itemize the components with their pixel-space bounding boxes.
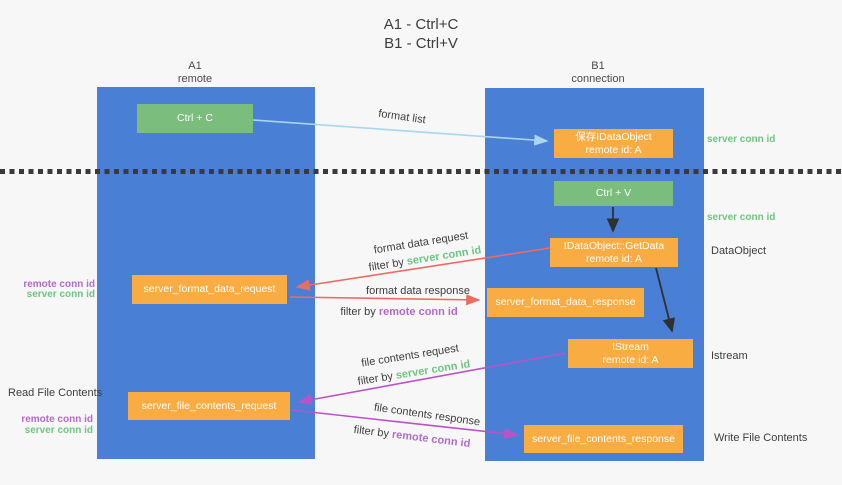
left-label-server-conn-id-1: server conn id	[27, 289, 95, 300]
lane-b1-subtitle: connection	[571, 73, 625, 85]
node-server-file-contents-response: server_file_contents_response	[524, 425, 683, 453]
node-istream: IStream remote id: A	[568, 339, 693, 368]
server-conn-id-text: server conn id	[24, 425, 93, 436]
arrow-format-data-request	[295, 247, 551, 291]
server-conn-id-text: server conn id	[26, 289, 95, 300]
remote-conn-id-text: remote conn id	[378, 306, 458, 318]
right-label-server-conn-id-top: server conn id	[707, 134, 775, 145]
remote-conn-id-text: remote conn id	[23, 279, 95, 290]
title-line-1: A1 - Ctrl+C	[383, 16, 459, 33]
arrow-file-contents-request	[297, 352, 567, 406]
lane-header-b1: B1 connection	[489, 60, 707, 86]
lane-header-a1: A1 remote	[86, 60, 304, 86]
node-server-format-data-response: server_format_data_response	[487, 288, 644, 317]
node-ctrl-c: Ctrl + C	[137, 104, 253, 133]
left-label-read-file-contents: Read File Contents	[8, 387, 103, 399]
node-idataobject-getdata: IDataObject::GetData remote id: A	[550, 238, 678, 267]
left-label-server-conn-id-2: server conn id	[25, 425, 93, 436]
label-format-data-response: format data response	[366, 285, 470, 297]
node-server-format-data-request: server_format_data_request	[132, 275, 287, 304]
node-format-request-label: server_format_data_request	[143, 283, 276, 295]
node-istream-line1: IStream	[612, 340, 649, 353]
server-conn-id-text: server conn id	[707, 212, 776, 223]
node-ctrl-v: Ctrl + V	[554, 181, 673, 206]
server-conn-id-text: server conn id	[707, 134, 776, 145]
node-getdata-line2: remote id: A	[585, 252, 643, 265]
right-label-istream: Istream	[711, 350, 748, 362]
diagram-title: A1 - Ctrl+C B1 - Ctrl+V	[0, 15, 842, 53]
right-label-dataobject: DataObject	[711, 245, 767, 257]
node-istream-line2: remote id: A	[602, 353, 659, 366]
node-format-response-label: server_format_data_response	[495, 296, 636, 308]
node-save-idataobject: 保存IDataObject remote id: A	[554, 129, 673, 158]
arrow-format-data-response	[289, 294, 481, 306]
node-getdata-line1: IDataObject::GetData	[563, 239, 665, 252]
node-file-request-label: server_file_contents_request	[141, 399, 277, 412]
lane-b1-name: B1	[591, 60, 605, 72]
arrow-getdata-to-istream	[655, 267, 676, 333]
lane-a1-name: A1	[188, 60, 202, 72]
node-ctrl-v-label: Ctrl + V	[595, 187, 632, 199]
node-file-response-label: server_file_contents_response	[531, 432, 675, 445]
node-server-file-contents-request: server_file_contents_request	[128, 392, 290, 420]
session-separator-dotted-line	[0, 169, 842, 174]
right-label-server-conn-id-mid: server conn id	[707, 212, 775, 223]
filter-by-text: filter by	[340, 306, 379, 318]
node-ctrl-c-label: Ctrl + C	[177, 112, 213, 124]
left-label-remote-conn-id-1: remote conn id	[23, 279, 95, 290]
label-filter-by-remote-conn-id-1: filter by remote conn id	[340, 306, 457, 318]
left-label-remote-conn-id-2: remote conn id	[21, 414, 93, 425]
remote-conn-id-text: remote conn id	[21, 414, 93, 425]
title-line-2: B1 - Ctrl+V	[384, 35, 458, 52]
right-label-write-file-contents: Write File Contents	[714, 432, 808, 444]
arrow-format-list	[252, 119, 549, 146]
arrow-file-contents-response	[291, 409, 519, 440]
node-save-idataobject-line2: remote id: A	[585, 143, 642, 156]
lane-a1-subtitle: remote	[177, 73, 213, 85]
node-save-idataobject-line1: 保存IDataObject	[575, 130, 652, 143]
